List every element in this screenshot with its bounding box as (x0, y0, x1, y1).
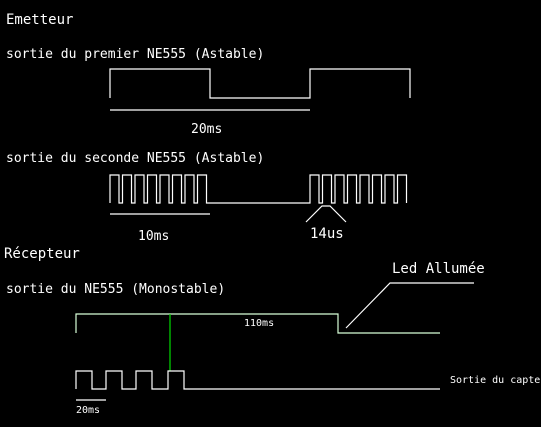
receiver-heading: Récepteur (4, 246, 80, 262)
monostable-waveform (75, 313, 440, 334)
sensor-waveform (75, 370, 440, 390)
second-ne555-waveform (109, 174, 408, 204)
sensor-period-label: 20ms (76, 405, 100, 416)
first-ne555-label: sortie du premier NE555 (Astable) (6, 47, 264, 62)
carrier-period-label: 14us (310, 226, 344, 242)
carrier-period-marker (305, 205, 347, 223)
burst-period-label: 10ms (138, 229, 169, 244)
first-period-label: 20ms (191, 122, 222, 137)
second-ne555-label: sortie du seconde NE555 (Astable) (6, 151, 264, 166)
first-ne555-waveform (109, 68, 411, 99)
sensor-output-label: Sortie du capteur (450, 375, 541, 386)
monostable-label: sortie du NE555 (Monostable) (6, 282, 225, 297)
led-on-pointer (345, 282, 474, 329)
emitter-heading: Emetteur (6, 12, 73, 28)
led-on-label: Led Allumée (392, 261, 485, 277)
monostable-duration-label: 110ms (244, 318, 274, 329)
